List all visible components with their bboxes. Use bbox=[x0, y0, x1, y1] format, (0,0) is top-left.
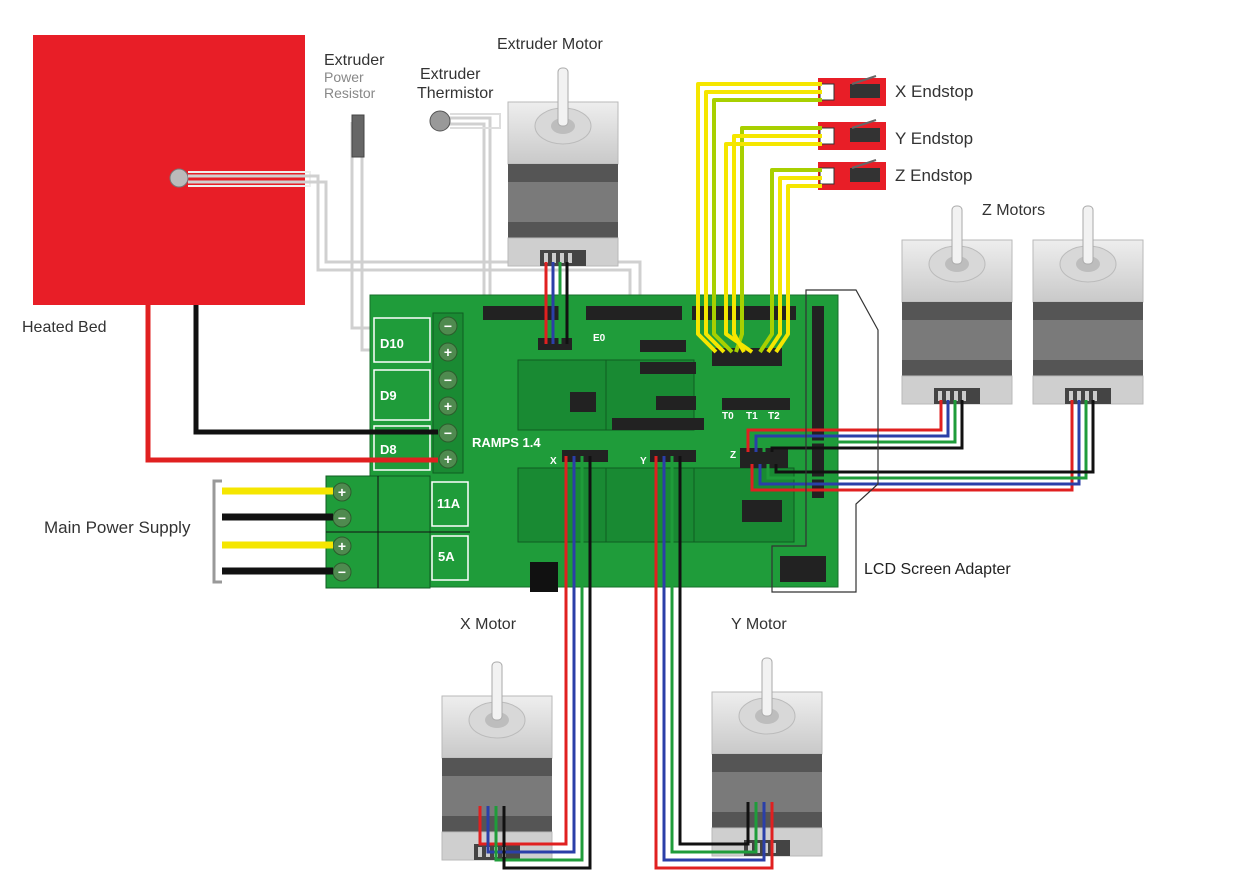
x-motor-wires bbox=[478, 456, 592, 870]
lcd-adapter-outline bbox=[771, 289, 879, 593]
board-t2: T2 bbox=[768, 411, 780, 422]
label-resistor: Resistor bbox=[324, 85, 376, 101]
y-motor-wires bbox=[654, 456, 774, 870]
extruder-thermistor bbox=[429, 110, 501, 132]
board-fuse-11a: 11A bbox=[437, 496, 461, 511]
svg-text:−: − bbox=[444, 318, 452, 334]
bed-thermistor bbox=[169, 168, 311, 188]
terminal-polarity-marks: − + − + − + + − + − bbox=[338, 318, 452, 580]
svg-text:−: − bbox=[338, 564, 346, 580]
board-t1: T1 bbox=[746, 411, 758, 422]
label-lcd-screen-adapter: LCD Screen Adapter bbox=[864, 561, 1011, 578]
svg-text:+: + bbox=[444, 451, 452, 467]
z-motor-right bbox=[1032, 205, 1144, 405]
extruder-motor-wires bbox=[544, 262, 569, 344]
y-endstop bbox=[817, 119, 887, 151]
board-e0: E0 bbox=[593, 333, 606, 344]
label-extruder-thermistor-1: Extruder bbox=[420, 66, 481, 83]
y-motor bbox=[711, 657, 823, 857]
svg-text:−: − bbox=[444, 372, 452, 388]
svg-text:+: + bbox=[444, 398, 452, 414]
ramps-board bbox=[325, 294, 839, 592]
label-z-motors: Z Motors bbox=[982, 202, 1046, 219]
svg-text:+: + bbox=[444, 344, 452, 360]
power-supply-bracket bbox=[212, 479, 222, 584]
label-extruder: Extruder bbox=[324, 52, 385, 69]
label-heated-bed: Heated Bed bbox=[22, 319, 107, 336]
board-t0: T0 bbox=[722, 411, 734, 422]
z-motor-wires bbox=[746, 400, 1095, 492]
board-d9: D9 bbox=[380, 388, 397, 403]
label-y-motor: Y Motor bbox=[731, 616, 787, 633]
board-d10: D10 bbox=[380, 336, 404, 351]
label-extruder-thermistor-2: Thermistor bbox=[417, 85, 494, 102]
svg-text:−: − bbox=[444, 425, 452, 441]
svg-text:+: + bbox=[338, 484, 346, 500]
svg-text:−: − bbox=[338, 510, 346, 526]
board-x: X bbox=[550, 456, 557, 467]
extruder-motor bbox=[507, 67, 619, 267]
board-fuse-5a: 5A bbox=[438, 549, 455, 564]
label-y-endstop: Y Endstop bbox=[895, 129, 974, 148]
label-power: Power bbox=[324, 69, 364, 85]
z-motor-left bbox=[901, 205, 1013, 405]
power-resistor bbox=[351, 114, 365, 158]
svg-text:+: + bbox=[338, 538, 346, 554]
power-supply-wires bbox=[222, 487, 333, 575]
board-d8: D8 bbox=[380, 442, 397, 457]
board-name: RAMPS 1.4 bbox=[472, 435, 541, 450]
bed-power-wires bbox=[145, 305, 438, 463]
z-endstop bbox=[817, 159, 887, 191]
label-x-motor: X Motor bbox=[460, 616, 517, 633]
heated-bed bbox=[33, 35, 305, 305]
label-main-power-supply: Main Power Supply bbox=[44, 518, 191, 537]
label-z-endstop: Z Endstop bbox=[895, 166, 973, 185]
board-y: Y bbox=[640, 456, 647, 467]
label-x-endstop: X Endstop bbox=[895, 82, 974, 101]
x-endstop bbox=[817, 75, 887, 107]
board-z: Z bbox=[730, 450, 737, 461]
endstop-wires bbox=[696, 82, 822, 354]
label-extruder-motor: Extruder Motor bbox=[497, 36, 603, 53]
